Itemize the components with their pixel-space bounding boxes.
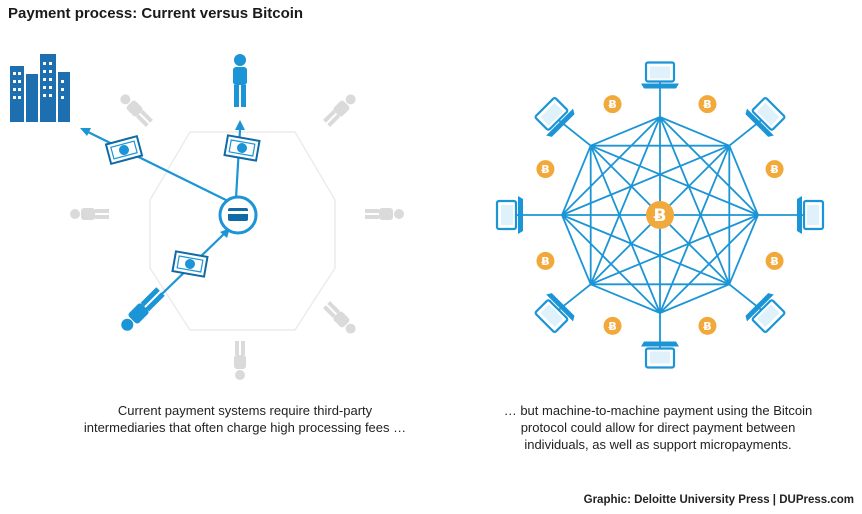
bitcoin-coin-icon (603, 316, 622, 335)
network-link (589, 145, 661, 314)
source-credit: Graphic: Deloitte University Press | DUP… (583, 494, 854, 506)
bitcoin-coin-icon (698, 95, 717, 114)
bitcoin-symbol: Ƀ (541, 255, 549, 268)
bitcoin-symbol: Ƀ (608, 98, 616, 111)
inactive-person-icon (323, 94, 356, 127)
bitcoin-symbol: Ƀ (703, 320, 711, 333)
laptop-icon (534, 293, 575, 334)
inactive-person-icon (365, 208, 404, 220)
current-payment-diagram (10, 54, 404, 380)
network-link (659, 116, 730, 147)
bitcoin-network-diagram: Ƀ Ƀ Ƀ Ƀ Ƀ Ƀ Ƀ Ƀ Ƀ (495, 61, 825, 369)
network-link (728, 214, 759, 285)
arrowhead (80, 128, 91, 136)
current-system-caption: Current payment systems require third-pa… (60, 402, 430, 436)
laptop-icon (641, 341, 679, 369)
network-link (561, 145, 592, 216)
caption-line: protocol could allow for direct payment … (520, 420, 796, 435)
bitcoin-coin-icon (765, 160, 784, 179)
inactive-person-icon (120, 94, 153, 127)
network-link (590, 116, 661, 147)
arrowhead (235, 120, 245, 130)
bitcoin-symbol: Ƀ (770, 255, 778, 268)
bitcoin-coin-icon (536, 251, 555, 270)
inactive-person-icon (323, 301, 356, 334)
bitcoin-symbol: Ƀ (608, 320, 616, 333)
caption-line: intermediaries that often charge high pr… (83, 420, 407, 435)
laptop-link (728, 283, 767, 315)
bitcoin-caption: … but machine-to-machine payment using t… (458, 402, 858, 453)
laptop-icon (534, 96, 575, 137)
caption-line: Current payment systems require third-pa… (117, 403, 373, 418)
cash-icon (104, 134, 144, 166)
network-link (590, 283, 661, 314)
building-windows (13, 62, 64, 99)
cash-icon (223, 134, 261, 162)
laptop-link (728, 115, 767, 147)
network-outline (149, 131, 336, 331)
credit-card-icon (228, 208, 248, 221)
bitcoin-symbol: Ƀ (770, 163, 778, 176)
inactive-person-icon (70, 208, 109, 220)
network-link (561, 214, 661, 314)
laptop-icon (641, 61, 679, 89)
bitcoin-symbol: Ƀ (654, 206, 667, 226)
bitcoin-coin-icon (603, 95, 622, 114)
laptop-link (553, 283, 592, 315)
bitcoin-coin-icon (698, 316, 717, 335)
laptop-icon (797, 196, 825, 234)
payer-person-icon (121, 287, 165, 331)
cash-icon (171, 250, 209, 278)
central-bitcoin-icon (646, 201, 674, 229)
caption-line: … but machine-to-machine payment using t… (503, 403, 813, 418)
network-link (659, 283, 730, 314)
laptop-icon (745, 96, 786, 137)
network-link (590, 144, 759, 216)
recipient-person-icon (233, 54, 247, 107)
bitcoin-coin-icon (765, 251, 784, 270)
network-link (561, 214, 592, 285)
laptop-link (553, 115, 592, 147)
bitcoin-coin-icon (536, 160, 555, 179)
payment-arrow (85, 130, 233, 204)
inactive-person-icon (234, 341, 246, 380)
laptop-icon (745, 293, 786, 334)
bitcoin-symbol: Ƀ (703, 98, 711, 111)
laptop-icon (495, 196, 523, 234)
page-title: Payment process: Current versus Bitcoin (8, 5, 304, 22)
network-link (728, 145, 759, 216)
caption-line: individuals, as well as support micropay… (524, 437, 792, 452)
bitcoin-symbol: Ƀ (541, 163, 549, 176)
